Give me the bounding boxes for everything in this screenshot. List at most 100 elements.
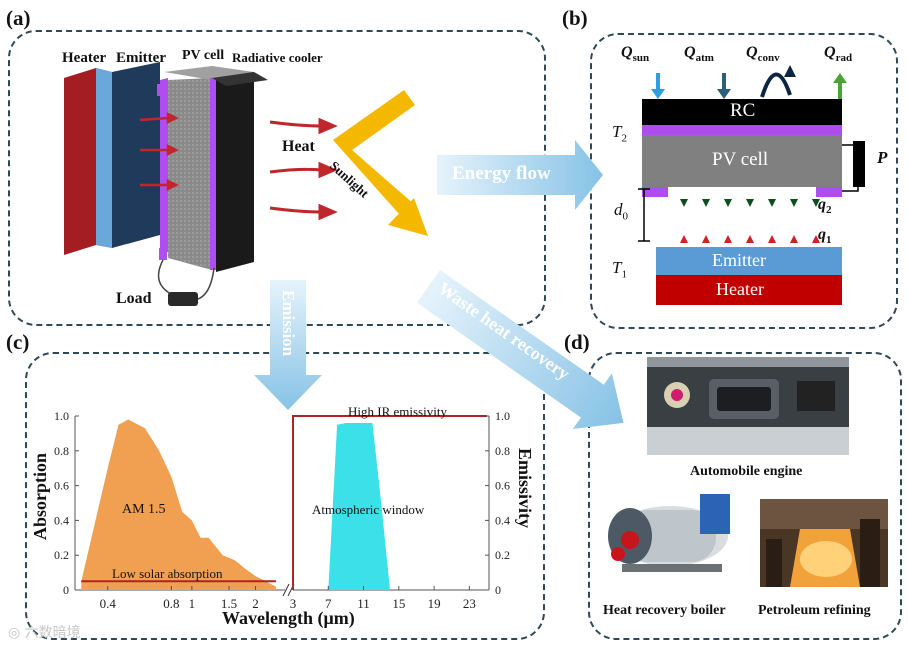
- y-axis-label-right: Emissivity: [515, 448, 535, 529]
- heater-label: Heater: [62, 50, 107, 66]
- cooler-top: [212, 72, 268, 86]
- automobile-engine-label: Automobile engine: [690, 464, 803, 479]
- load-box: [168, 292, 198, 306]
- left-ytick-label: 0.8: [54, 444, 69, 458]
- panel-label-a: (a): [6, 6, 31, 30]
- emitter-label: Emitter: [116, 50, 166, 66]
- pv-contact-right: [816, 187, 842, 197]
- d0-label: d0: [614, 200, 628, 223]
- left-ytick-label: 0.4: [54, 513, 69, 527]
- left-ytick-label: 0.2: [54, 548, 69, 562]
- energy-flow-arrow: [437, 140, 603, 210]
- emission-arrow: [254, 280, 322, 410]
- q-atm-arrow: [717, 73, 731, 99]
- watermark: ◎ 六数暗境: [8, 625, 81, 641]
- right-ytick-label: 0.2: [495, 548, 510, 562]
- emitter-layer-label: Emitter: [712, 250, 766, 270]
- right-ytick-label: 0.8: [495, 444, 510, 458]
- q2-label: q2: [818, 196, 832, 217]
- pv-layer: [642, 135, 842, 187]
- left-xtick-label: 1: [189, 596, 196, 611]
- q2-arrows: [680, 199, 820, 207]
- y-axis-label-left: Absorption: [30, 452, 50, 540]
- pv-top: [164, 66, 254, 80]
- panel-a-illustration: [64, 62, 428, 306]
- pv-left-purple: [160, 78, 168, 254]
- p-load: [853, 141, 865, 187]
- right-xtick-label: 19: [428, 596, 441, 611]
- right-xtick-label: 23: [463, 596, 476, 611]
- pv-cell-layer-label: PV cell: [712, 149, 769, 170]
- heater-side: [64, 68, 96, 255]
- radiative-cooler-label: Radiative cooler: [232, 50, 323, 65]
- automobile-engine-photo: [647, 357, 849, 455]
- emission-label: Emission: [279, 290, 298, 357]
- rc-purple-layer: [642, 125, 842, 135]
- axis-break-1: [282, 583, 290, 597]
- p-label: P: [877, 148, 888, 167]
- heater-layer-label: Heater: [716, 279, 764, 299]
- right-ytick-label: 1.0: [495, 409, 510, 423]
- q-conv-arrow: [760, 65, 796, 98]
- refining-label: Petroleum refining: [758, 603, 871, 618]
- left-xtick-label: 0.8: [163, 596, 179, 611]
- right-xtick-label: 7: [325, 596, 332, 611]
- left-xtick-label: 2: [252, 596, 259, 611]
- high-ir-line: [292, 415, 487, 590]
- atm-window-label: Atmospheric window: [312, 502, 425, 517]
- am15-label: AM 1.5: [122, 502, 166, 517]
- petroleum-refining-photo: [760, 499, 888, 587]
- emitter-layer: [656, 247, 842, 275]
- cooler-block: [216, 72, 254, 272]
- watermark-logo-icon: ◎: [8, 625, 25, 641]
- pv-cell-block: [168, 78, 212, 270]
- high-ir-label: High IR emissivity: [348, 404, 447, 419]
- connector-bottom: [159, 248, 167, 260]
- boiler-label: Heat recovery boiler: [603, 603, 726, 618]
- q-atm-label: Qatm: [684, 44, 714, 65]
- panel-label-b: (b): [562, 6, 588, 30]
- rc-layer: [642, 99, 842, 125]
- emitter-block: [112, 62, 160, 248]
- connector-top: [157, 84, 165, 96]
- panel-label-c: (c): [6, 330, 30, 354]
- t1-label: T1: [612, 258, 627, 281]
- q1-arrows: [680, 235, 820, 243]
- internal-heat-arrows: [139, 111, 179, 192]
- pv-cell-label: PV cell: [182, 48, 225, 63]
- q-conv-label: Qconv: [746, 44, 780, 65]
- energy-flow-label: Energy flow: [452, 163, 551, 184]
- q-sun-arrow: [651, 73, 665, 99]
- right-ytick-label: 0.4: [495, 513, 510, 527]
- right-xtick-label: 15: [392, 596, 405, 611]
- panel-label-d: (d): [564, 330, 590, 354]
- right-ytick-label: 0.6: [495, 479, 510, 493]
- heat-recovery-boiler-photo: [600, 482, 742, 582]
- pv-contact-left: [642, 187, 668, 197]
- x-axis-label: Wavelength (μm): [222, 608, 355, 628]
- right-xtick-label: 3: [290, 596, 297, 611]
- panel-d-frame: [588, 352, 902, 640]
- emitter-strip: [96, 68, 112, 248]
- outgoing-heat-arrows: [269, 117, 338, 221]
- left-ytick-label: 0: [63, 583, 69, 597]
- pv-purple-stripe: [210, 78, 216, 270]
- atmospheric-window-area: [328, 423, 399, 590]
- panel-b-diagram: [638, 65, 865, 305]
- left-ytick-label: 1.0: [54, 409, 69, 423]
- q1-label: q1: [818, 226, 832, 247]
- left-ytick-label: 0.6: [54, 479, 69, 493]
- left-xtick-label: 1.5: [221, 596, 237, 611]
- sunlight-arrow-head: [388, 198, 428, 236]
- q-rad-label: Qrad: [824, 44, 853, 65]
- sunlight-arrow-body: [333, 90, 415, 215]
- am15-area: [81, 419, 276, 590]
- right-xtick-label: 11: [357, 596, 370, 611]
- low-solar-label: Low solar absorption: [112, 566, 223, 581]
- right-ytick-label: 0: [495, 583, 501, 597]
- q-rad-arrow: [833, 73, 847, 99]
- q-sun-label: Qsun: [621, 44, 650, 65]
- waste-heat-arrow-group: [417, 270, 624, 429]
